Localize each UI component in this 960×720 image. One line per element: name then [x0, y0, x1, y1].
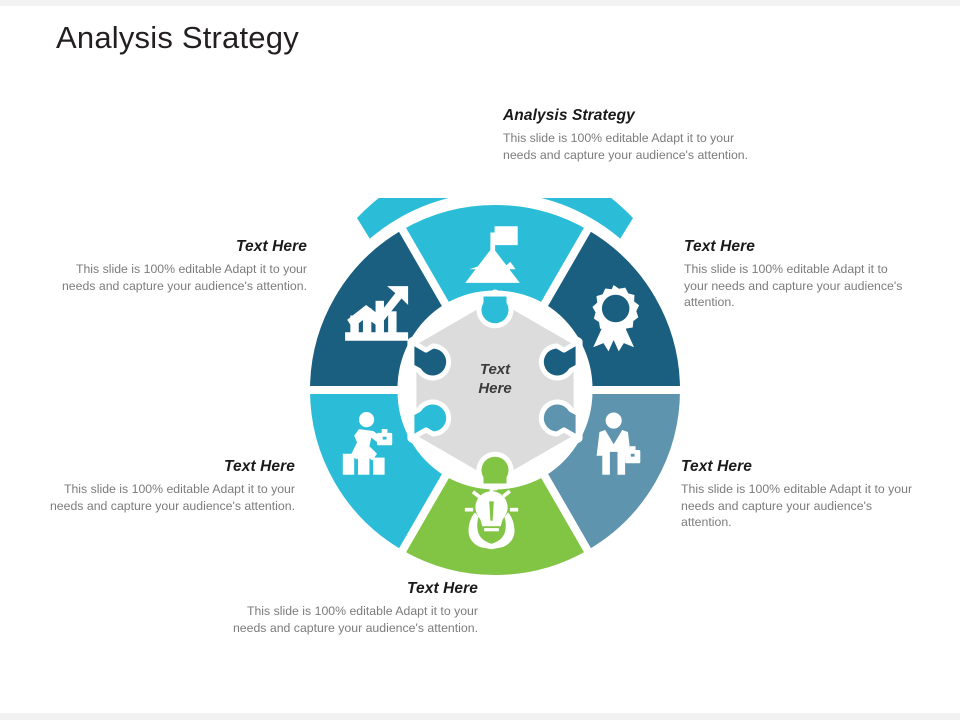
- text-block-top-left: Text Here This slide is 100% editable Ad…: [45, 238, 307, 294]
- text-block-top-right: Text Here This slide is 100% editable Ad…: [684, 238, 912, 311]
- text-block-bottom-right-body: This slide is 100% editable Adapt it to …: [681, 482, 913, 529]
- text-block-bottom-right: Text Here This slide is 100% editable Ad…: [681, 458, 915, 531]
- text-block-bottom-center-heading: Text Here: [407, 580, 478, 597]
- header-heading: Analysis Strategy: [503, 107, 635, 124]
- connector-bottom-right: [538, 399, 581, 441]
- text-block-top-right-body: This slide is 100% editable Adapt it to …: [684, 262, 903, 309]
- text-block-top-left-heading: Text Here: [236, 238, 307, 255]
- puzzle-connectors: [409, 291, 581, 489]
- text-block-bottom-left: Text Here This slide is 100% editable Ad…: [40, 458, 295, 514]
- text-block-top-left-body: This slide is 100% editable Adapt it to …: [61, 262, 307, 293]
- page-title: Analysis Strategy: [56, 20, 299, 55]
- text-block-bottom-right-heading: Text Here: [681, 458, 752, 475]
- connector-bottom: [476, 451, 514, 489]
- slide-top-edge: [0, 0, 960, 6]
- text-block-bottom-center-body: This slide is 100% editable Adapt it to …: [232, 604, 478, 635]
- slide-bottom-edge: [0, 713, 960, 720]
- connector-bottom-left: [409, 399, 452, 441]
- text-block-bottom-left-heading: Text Here: [224, 458, 295, 475]
- connector-top-right: [538, 339, 581, 381]
- header-body: This slide is 100% editable Adapt it to …: [503, 131, 749, 162]
- text-block-bottom-left-body: This slide is 100% editable Adapt it to …: [49, 482, 295, 513]
- segment-bottom-right-shape[interactable]: [538, 386, 687, 558]
- connector-top-left: [409, 339, 452, 381]
- text-block-top-right-heading: Text Here: [684, 238, 755, 255]
- header-text-block: Analysis Strategy This slide is 100% edi…: [503, 107, 765, 163]
- text-block-bottom-center: Text Here This slide is 100% editable Ad…: [218, 580, 478, 636]
- puzzle-wheel-diagram: [303, 198, 687, 582]
- connector-top: [476, 291, 514, 329]
